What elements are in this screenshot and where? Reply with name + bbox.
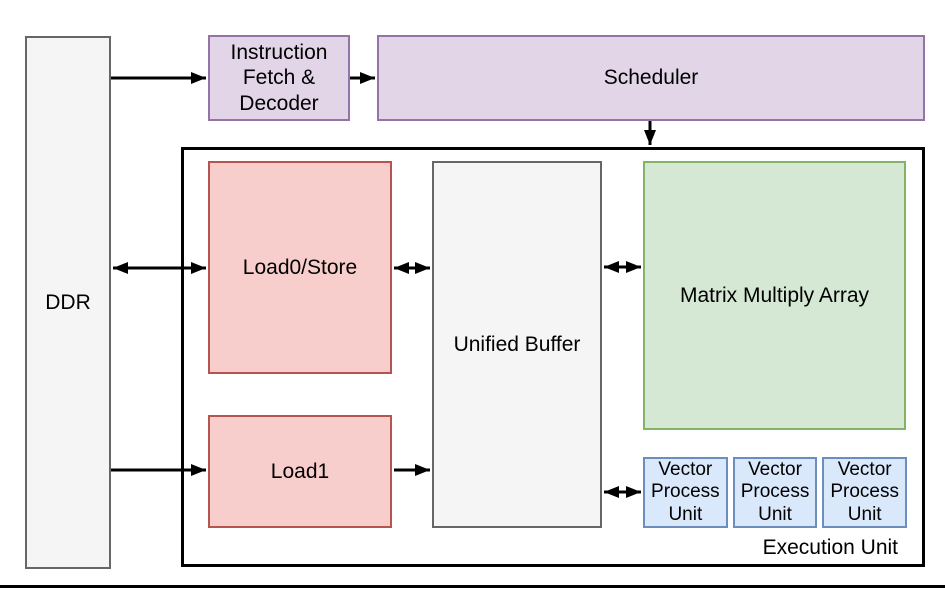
execution-unit-label: Execution Unit (762, 536, 898, 559)
unified-buffer-label: Unified Buffer (453, 332, 581, 356)
ddr-label: DDR (45, 290, 91, 314)
vector-process-unit-row: Vector Process Unit Vector Process Unit … (643, 457, 908, 528)
scheduler-label: Scheduler (603, 66, 699, 90)
vector-process-unit-block: Vector Process Unit (643, 457, 728, 528)
matrix-multiply-array-label: Matrix Multiply Array (679, 283, 870, 307)
vector-process-unit-block: Vector Process Unit (822, 457, 908, 528)
bottom-separator-line (0, 585, 945, 588)
load0-store-block: Load0/Store (208, 161, 392, 374)
load1-block: Load1 (208, 415, 392, 528)
vector-process-unit-label: Vector Process Unit (740, 459, 810, 525)
scheduler-block: Scheduler (377, 35, 925, 121)
vector-process-unit-label: Vector Process Unit (651, 459, 720, 525)
instruction-fetch-decoder-block: Instruction Fetch & Decoder (208, 35, 350, 121)
ddr-block: DDR (25, 36, 111, 569)
unified-buffer-block: Unified Buffer (432, 161, 602, 528)
matrix-multiply-array-block: Matrix Multiply Array (643, 161, 906, 430)
load0-store-label: Load0/Store (242, 255, 358, 279)
instruction-fetch-decoder-label: Instruction Fetch & Decoder (230, 41, 328, 115)
vector-process-unit-label: Vector Process Unit (830, 459, 899, 525)
load1-label: Load1 (270, 459, 330, 483)
vector-process-unit-block: Vector Process Unit (732, 457, 818, 528)
